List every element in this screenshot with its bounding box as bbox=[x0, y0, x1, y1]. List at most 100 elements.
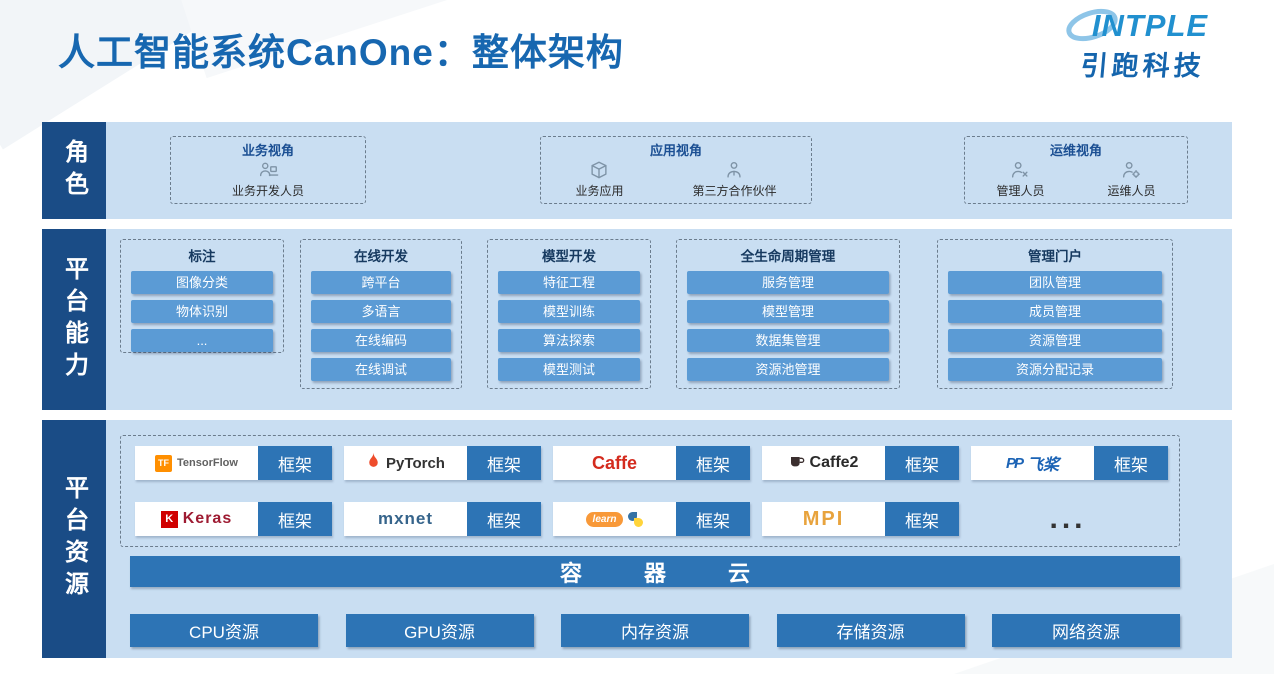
role-item-label: 运维人员 bbox=[1107, 184, 1156, 198]
company-logo: INTPLE 引跑科技 bbox=[1038, 8, 1248, 83]
ops-person-icon bbox=[1120, 159, 1142, 181]
role-item: 业务开发人员 bbox=[232, 159, 304, 199]
frameworks-row-2: K Keras 框架 mxnet 框架 learn bbox=[135, 502, 1165, 536]
capability-item: 成员管理 bbox=[948, 300, 1162, 323]
capability-item: 服务管理 bbox=[687, 271, 889, 294]
role-item-label: 业务应用 bbox=[575, 184, 624, 198]
role-item: 业务应用 bbox=[575, 159, 624, 199]
framework-caffe: Caffe 框架 bbox=[553, 446, 750, 480]
frameworks-row-1: TF TensorFlow 框架 PyTorch 框架 bbox=[135, 446, 1168, 480]
tensorflow-icon: TF bbox=[155, 454, 173, 472]
framework-name: mxnet bbox=[377, 509, 434, 528]
framework-suffix: 框架 bbox=[885, 446, 959, 480]
framework-name: MPI bbox=[802, 507, 845, 530]
framework-paddlepaddle: PP 飞桨 框架 bbox=[971, 446, 1168, 480]
capability-item: 多语言 bbox=[311, 300, 451, 323]
capability-item: 在线调试 bbox=[311, 358, 451, 381]
role-group-title: 业务视角 bbox=[241, 143, 294, 158]
framework-keras: K Keras 框架 bbox=[135, 502, 332, 536]
framework-name: 飞桨 bbox=[1027, 457, 1060, 474]
framework-pytorch: PyTorch 框架 bbox=[344, 446, 541, 480]
resource-gpu: GPU资源 bbox=[345, 614, 534, 647]
roles-band-label: 角色 bbox=[42, 122, 106, 219]
capability-item: 资源分配记录 bbox=[948, 358, 1162, 381]
framework-suffix: 框架 bbox=[1094, 446, 1168, 480]
capability-item: 模型管理 bbox=[687, 300, 889, 323]
capability-group-title: 模型开发 bbox=[542, 249, 596, 264]
frameworks-group: TF TensorFlow 框架 PyTorch 框架 bbox=[120, 435, 1180, 547]
business-developer-icon bbox=[256, 159, 280, 181]
capability-item: 资源池管理 bbox=[687, 358, 889, 381]
framework-suffix: 框架 bbox=[676, 502, 750, 536]
framework-sklearn-python: learn 框架 bbox=[553, 502, 750, 536]
logo-company-text: 引跑科技 bbox=[1079, 51, 1207, 81]
container-cloud-bar: 容器云 bbox=[130, 556, 1180, 587]
role-group-title: 运维视角 bbox=[1049, 143, 1102, 158]
capability-item: 数据集管理 bbox=[687, 329, 889, 352]
framework-name: Caffe bbox=[591, 452, 637, 473]
resource-storage: 存储资源 bbox=[776, 614, 965, 647]
role-group-application: 应用视角 业务应用 第三方合作伙伴 bbox=[540, 136, 812, 204]
capabilities-band: 平台能力 标注 图像分类 物体识别 ... 在线开发 跨平台 多语言 在线编码 … bbox=[42, 229, 1232, 410]
framework-tensorflow: TF TensorFlow 框架 bbox=[135, 446, 332, 480]
resource-memory: 内存资源 bbox=[561, 614, 749, 647]
capability-item: 特征工程 bbox=[498, 271, 640, 294]
capability-item: 模型训练 bbox=[498, 300, 640, 323]
framework-mpi: MPI 框架 bbox=[762, 502, 959, 536]
capability-group-title: 标注 bbox=[188, 249, 216, 264]
capability-item: ... bbox=[131, 329, 273, 352]
role-group-business: 业务视角 业务开发人员 bbox=[170, 136, 366, 204]
capability-item: 跨平台 bbox=[311, 271, 451, 294]
logo-brand-text: INTPLE bbox=[1091, 8, 1209, 43]
resource-row: CPU资源 GPU资源 内存资源 存储资源 网络资源 bbox=[130, 614, 1180, 647]
role-group-operations: 运维视角 管理人员 运维人员 bbox=[964, 136, 1188, 204]
capability-group-model-dev: 模型开发 特征工程 模型训练 算法探索 模型测试 bbox=[487, 239, 651, 389]
capability-item: 模型测试 bbox=[498, 358, 640, 381]
frameworks-more-ellipsis: ... bbox=[1049, 502, 1087, 535]
capabilities-band-content: 标注 图像分类 物体识别 ... 在线开发 跨平台 多语言 在线编码 在线调试 … bbox=[106, 229, 1232, 410]
framework-mxnet: mxnet 框架 bbox=[344, 502, 541, 536]
framework-suffix: 框架 bbox=[467, 502, 541, 536]
framework-suffix: 框架 bbox=[258, 446, 332, 480]
keras-icon: K bbox=[160, 510, 178, 528]
capability-item: 资源管理 bbox=[948, 329, 1162, 352]
capability-group-title: 管理门户 bbox=[1028, 249, 1082, 264]
capability-group-annotation: 标注 图像分类 物体识别 ... bbox=[120, 239, 284, 353]
capability-group-lifecycle: 全生命周期管理 服务管理 模型管理 数据集管理 资源池管理 bbox=[676, 239, 900, 389]
resources-band-label: 平台资源 bbox=[42, 420, 106, 658]
pytorch-flame-icon bbox=[366, 452, 381, 474]
role-item: 第三方合作伙伴 bbox=[692, 159, 777, 199]
framework-suffix: 框架 bbox=[258, 502, 332, 536]
role-group-title: 应用视角 bbox=[649, 143, 702, 158]
capabilities-band-label: 平台能力 bbox=[42, 229, 106, 410]
role-item: 运维人员 bbox=[1107, 159, 1156, 199]
framework-name: PyTorch bbox=[386, 454, 445, 472]
resource-network: 网络资源 bbox=[992, 614, 1180, 647]
framework-suffix: 框架 bbox=[885, 502, 959, 536]
resources-band: 平台资源 TF TensorFlow 框架 bbox=[42, 420, 1232, 658]
framework-caffe2: Caffe2 框架 bbox=[762, 446, 959, 480]
application-cube-icon bbox=[588, 159, 610, 181]
scikit-learn-icon: learn bbox=[585, 511, 624, 527]
capability-group-title: 全生命周期管理 bbox=[740, 249, 836, 264]
framework-name: Keras bbox=[182, 510, 233, 527]
capability-group-title: 在线开发 bbox=[354, 249, 408, 264]
role-item-label: 管理人员 bbox=[996, 184, 1045, 198]
resources-band-content: TF TensorFlow 框架 PyTorch 框架 bbox=[106, 420, 1232, 658]
admin-person-icon bbox=[1009, 159, 1031, 181]
python-icon bbox=[628, 511, 644, 527]
role-item-label: 第三方合作伙伴 bbox=[692, 184, 777, 198]
logo-swoosh-icon bbox=[1066, 8, 1118, 42]
capability-item: 图像分类 bbox=[131, 271, 273, 294]
capability-item: 物体识别 bbox=[131, 300, 273, 323]
framework-name: Caffe2 bbox=[809, 454, 859, 471]
roles-band-content: 业务视角 业务开发人员 应用视角 bbox=[106, 122, 1232, 219]
partner-person-icon bbox=[723, 159, 745, 181]
capability-item: 团队管理 bbox=[948, 271, 1162, 294]
role-item-label: 业务开发人员 bbox=[231, 184, 304, 198]
roles-band: 角色 业务视角 业务开发人员 应用视角 bbox=[42, 122, 1232, 219]
resource-cpu: CPU资源 bbox=[130, 614, 318, 647]
capability-group-online-dev: 在线开发 跨平台 多语言 在线编码 在线调试 bbox=[300, 239, 462, 389]
page-title: 人工智能系统CanOne：整体架构 bbox=[58, 32, 624, 73]
